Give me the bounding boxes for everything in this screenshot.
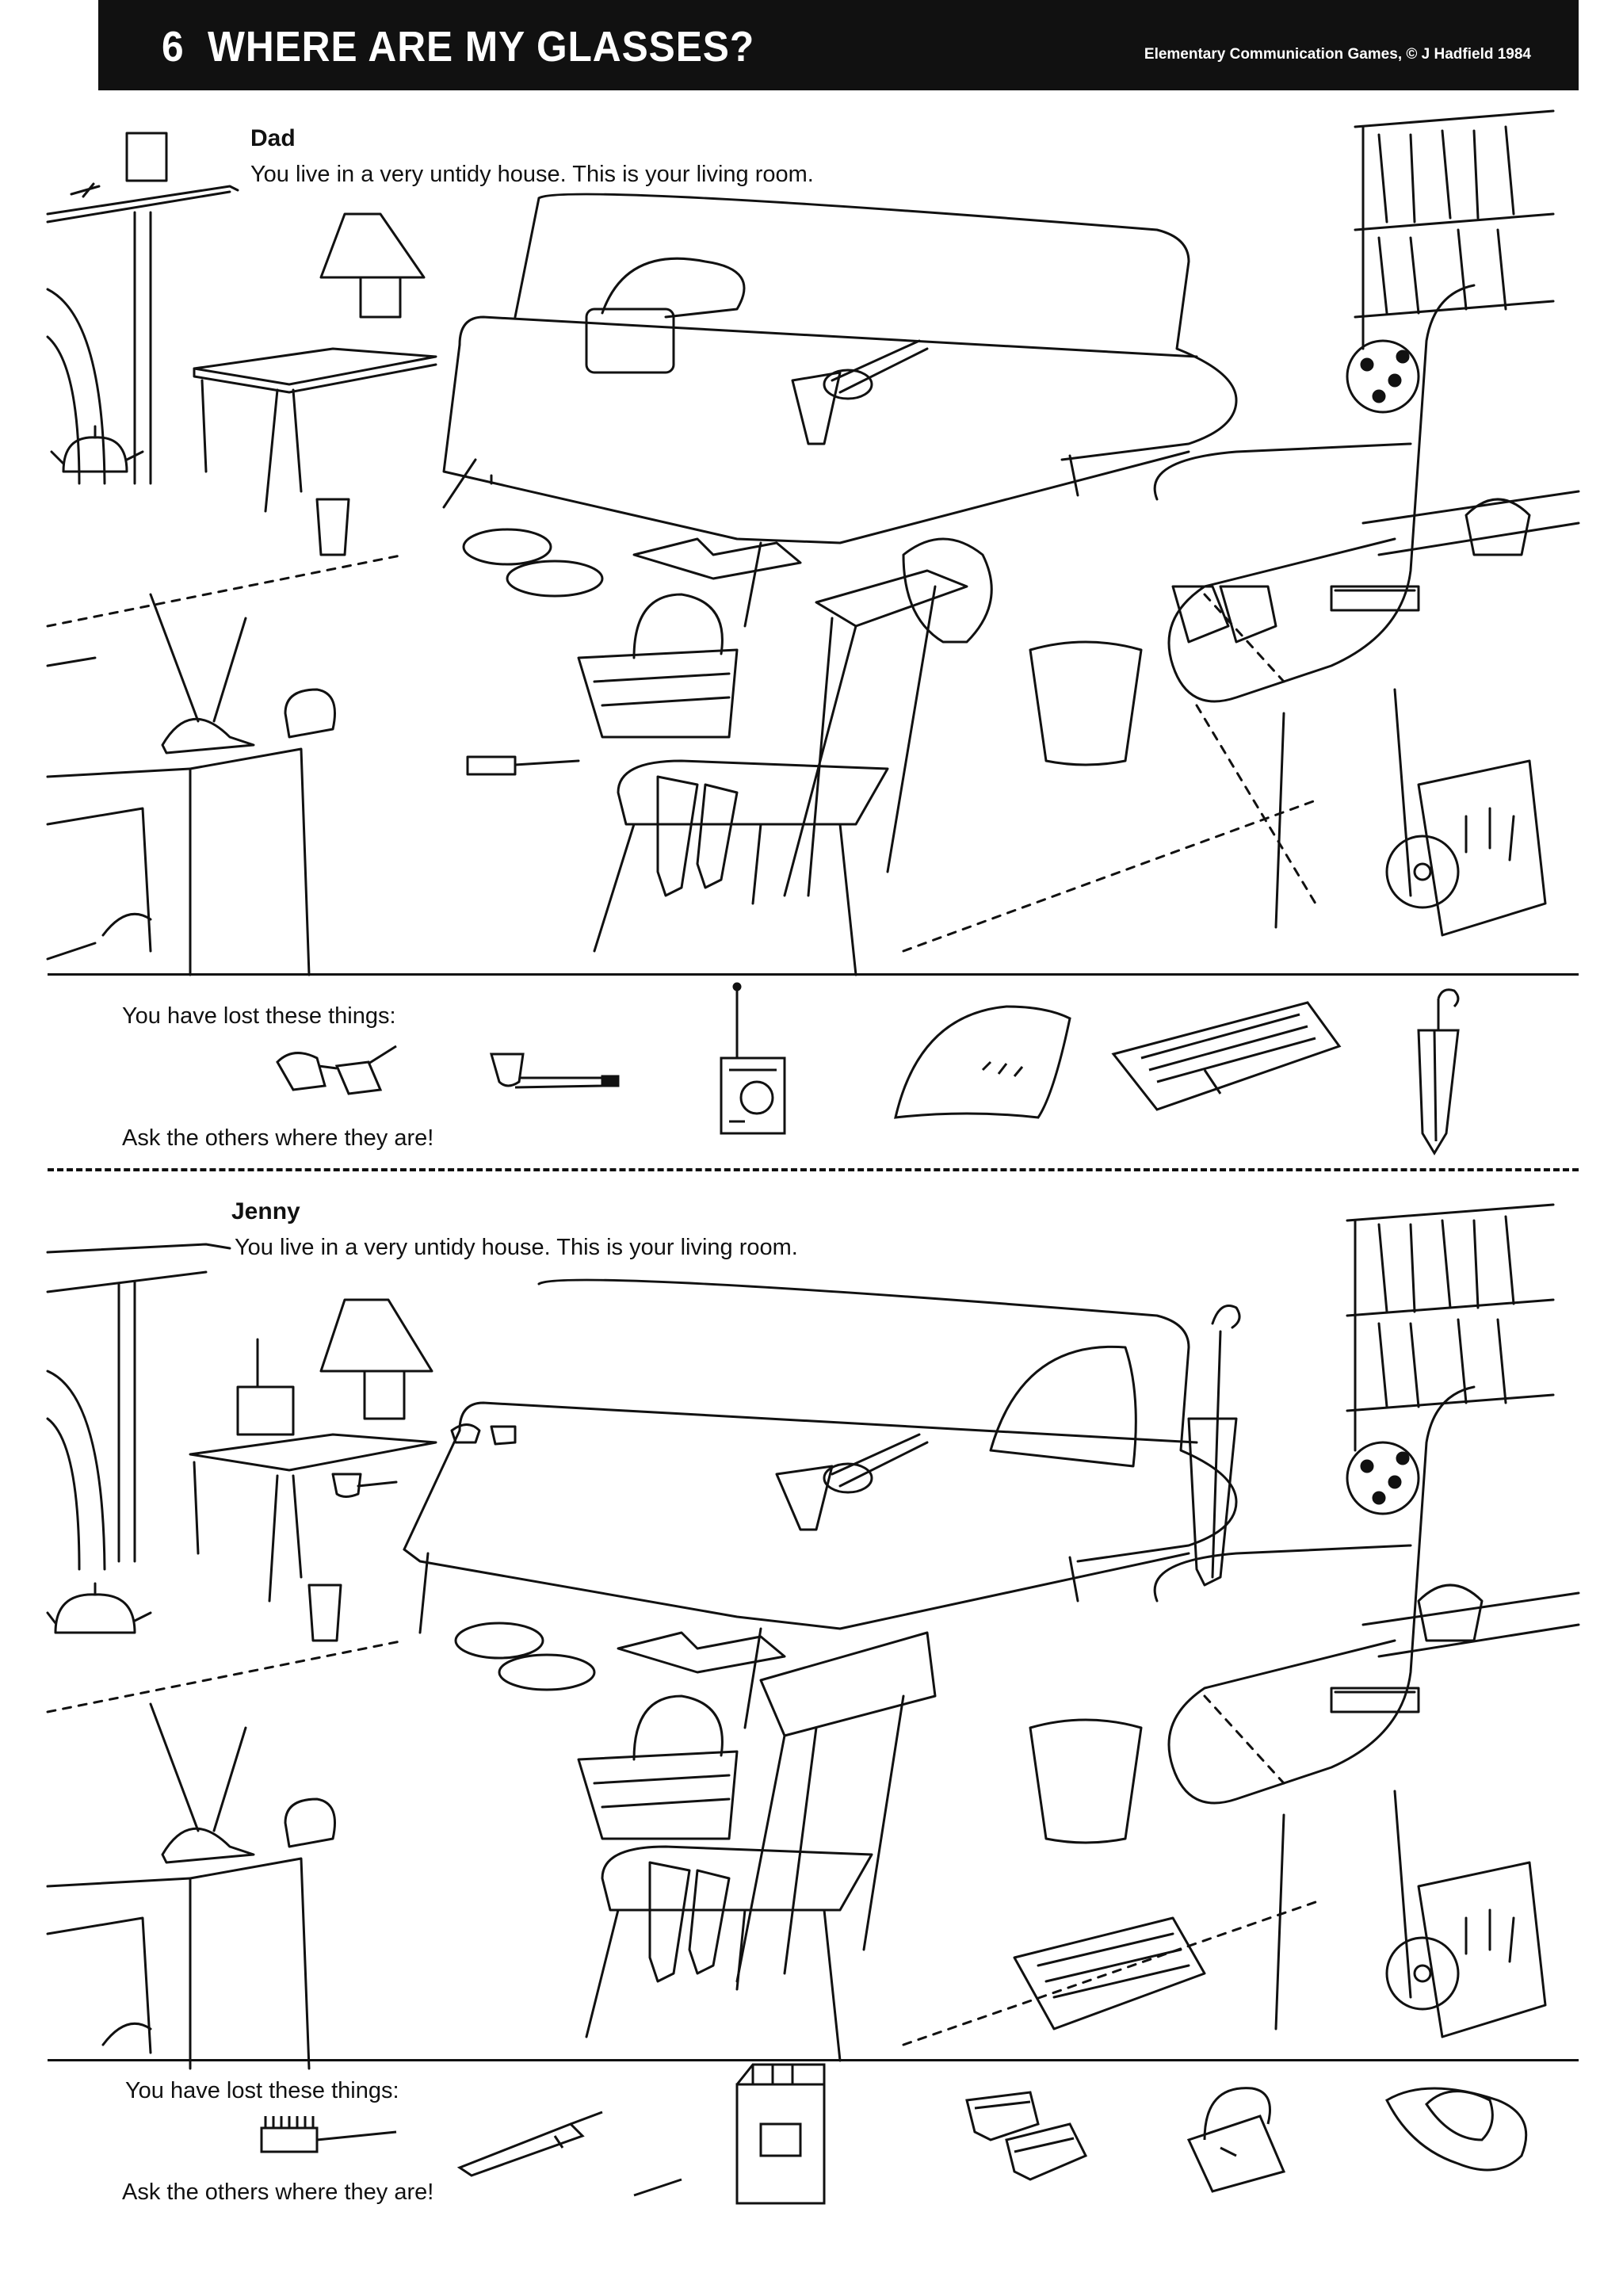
sofa [444,194,1236,626]
armchair [1155,285,1579,927]
divider-line [48,2059,1579,2061]
living-room-illustration [48,111,1579,975]
divider-line [48,973,1579,976]
open-book [634,539,800,579]
basket [579,1696,737,1839]
lost-things-label: You have lost these things: [122,1003,396,1029]
handbag-icon [1173,2069,1300,2195]
fireplace [48,1371,105,1569]
floor-edge [48,1641,1316,2045]
character-name: Dad [250,125,296,151]
gloves-icon [959,2076,1117,2195]
ask-others-label: Ask the others where they are! [122,1125,434,1151]
header-banner: 6 WHERE ARE MY GLASSES? Elementary Commu… [98,0,1579,90]
television [48,594,335,975]
bookshelf [1347,1205,1553,1450]
teapot [48,1584,151,1633]
slippers [456,1623,594,1690]
television [48,1704,335,2069]
wall-shelf [48,1244,230,1561]
teapot [52,426,143,472]
lost-things-label: You have lost these things: [125,2078,399,2103]
cigarettes-icon [626,2053,848,2211]
intro-text: You live in a very untidy house. This is… [235,1235,798,1260]
floor-edge [48,555,1316,951]
pen-icon [452,2100,610,2179]
umbrella-icon [1379,983,1466,1157]
record-sleeve [1387,761,1545,935]
drinking-glass [317,499,349,555]
cushion-icon [888,999,1078,1125]
glasses-icon [269,1030,412,1102]
jenny-panel: Jenny You live in a very untidy house. T… [48,1189,1579,2296]
wastebin [1030,1720,1141,1843]
bookshelf [1355,111,1553,349]
page-title: 6 WHERE ARE MY GLASSES? [162,23,755,71]
wooden-chair [594,539,991,975]
cut-line [48,1168,1579,1171]
newspaper [1014,1918,1205,2029]
wall-shelf [48,133,238,483]
ask-others-label: Ask the others where they are! [122,2179,434,2205]
intro-text: You live in a very untidy house. This is… [250,162,814,187]
dad-panel: Dad You live in a very untidy house. Thi… [48,111,1579,1165]
drinking-glass [309,1585,341,1641]
hat-icon [1379,2069,1537,2187]
fireplace [48,289,105,483]
character-name: Jenny [231,1198,300,1224]
toothbrush [468,757,579,774]
newspaper-icon [1109,999,1347,1117]
basket [579,594,737,737]
toothbrush-icon [254,2108,404,2164]
open-book [618,1633,785,1672]
living-room-illustration [48,1189,1579,2069]
wastebin [1030,642,1141,765]
copyright-credit: Elementary Communication Games, © J Hadf… [1144,46,1531,63]
record-sleeve [1387,1862,1545,2037]
sofa [404,1280,1239,1728]
side-table [190,1300,515,1601]
radio-icon [705,983,800,1141]
pipe-icon [483,1046,626,1102]
wooden-chair [586,1633,935,2061]
side-table [194,214,436,511]
slippers [464,529,602,596]
armchair [1155,1387,1579,2029]
